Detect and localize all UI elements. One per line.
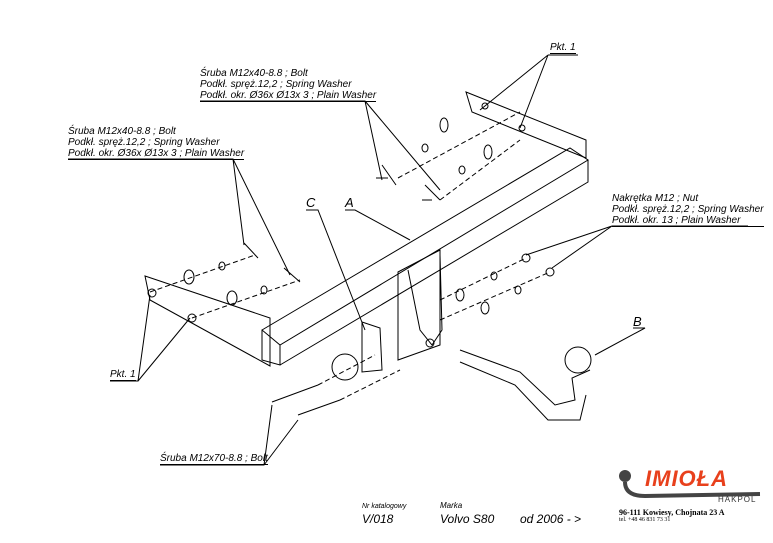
label-line: Podkł. spręż.12,2 ; Spring Washer	[200, 79, 352, 90]
logo-subtext: HAKPOL	[718, 495, 757, 504]
left-hardware-label: Śruba M12x40-8.8 ; Bolt Podkł. spręż.12,…	[68, 126, 245, 160]
socket-plate	[361, 321, 383, 373]
year-range: od 2006 - >	[520, 512, 582, 526]
imiola-logo: IMIOŁA HAKPOL	[615, 466, 765, 504]
logo-text: IMIOŁA	[645, 466, 728, 491]
center-bracket	[397, 249, 441, 361]
catalog-label: Nr katalogowy	[362, 503, 407, 510]
tow-ball	[564, 346, 592, 374]
label-line: Podkł. okr. Ø36x Ø13x 3 ; Plain Washer	[68, 148, 245, 160]
label-line: Podkł. spręż.12,2 ; Spring Washer	[612, 204, 764, 215]
tow-hook	[459, 349, 591, 406]
logo-hook-icon	[619, 470, 761, 499]
label-line: Podkł. okr. 13 ; Plain Washer	[612, 215, 764, 227]
company-phone: tel. +48 46 831 73 31	[619, 517, 671, 523]
left-mounting-bracket	[144, 275, 271, 367]
crossbar	[261, 147, 589, 346]
label-line: Podkł. okr. Ø36x Ø13x 3 ; Plain Washer	[200, 90, 377, 102]
part-c-label: C	[306, 195, 316, 210]
bottom-bolt-label: Śruba M12x70-8.8 ; Bolt	[160, 453, 268, 465]
top-hardware-label: Śruba M12x40-8.8 ; Bolt Podkł. spręż.12,…	[200, 68, 377, 102]
label-line: Śruba M12x40-8.8 ; Bolt	[200, 68, 308, 79]
right-mounting-bracket	[465, 91, 587, 159]
company-address: 96-111 Kowiesy, Chojnata 23 A	[619, 508, 725, 517]
make-value: Volvo S80	[440, 512, 495, 526]
right-hardware-label: Nakrętka M12 ; Nut Podkł. spręż.12,2 ; S…	[612, 193, 764, 227]
catalog-value: V/018	[362, 512, 394, 526]
pkt-label-left: Pkt. 1	[110, 369, 136, 381]
part-a-label: A	[345, 195, 354, 210]
pkt-label-top: Pkt. 1	[550, 42, 576, 54]
label-line: Śruba M12x40-8.8 ; Bolt	[68, 126, 176, 137]
label-line: Nakrętka M12 ; Nut	[612, 193, 699, 204]
part-b-label: B	[633, 314, 642, 329]
make-label: Marka	[440, 501, 463, 510]
label-line: Podkł. spręż.12,2 ; Spring Washer	[68, 137, 220, 148]
